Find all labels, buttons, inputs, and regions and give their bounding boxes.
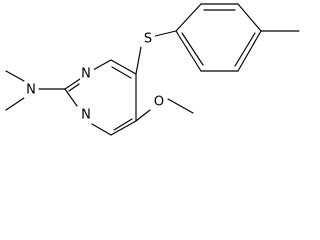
tolyl-ring xyxy=(175,3,300,72)
dimethylamino-group xyxy=(5,70,66,111)
bond-ar3 xyxy=(237,3,262,32)
atom-n-ring-bottom: N xyxy=(81,108,91,123)
bond-n3-c2 xyxy=(64,78,81,90)
bond-c2-n1 xyxy=(64,88,78,107)
bond-ar6 xyxy=(175,30,202,72)
molecule-structure: N N N S O xyxy=(5,3,300,136)
thioether-link xyxy=(135,30,177,75)
methoxy-group xyxy=(135,98,194,122)
bond-ar4 xyxy=(237,30,262,72)
atom-s-thioether: S xyxy=(144,32,152,47)
bond-namine-methyl-top xyxy=(5,70,25,82)
bond-s-ar xyxy=(154,30,177,37)
atom-labels: N N N S O xyxy=(24,31,166,123)
bond-c5-o xyxy=(135,109,151,122)
bond-c4-c5-inner xyxy=(111,66,132,79)
bond-n1-c6 xyxy=(91,123,112,136)
atom-n-amine: N xyxy=(26,83,36,98)
bond-namine-methyl-bottom xyxy=(5,97,25,111)
pyrimidine-ring xyxy=(64,59,137,136)
bond-ar-inner3 xyxy=(181,32,204,66)
atom-n-ring-top: N xyxy=(81,67,91,82)
bond-c4-c5-side xyxy=(110,59,137,75)
bond-c6-c5-inner xyxy=(113,118,133,131)
bond-c6-c5 xyxy=(110,120,137,136)
atom-o-methoxy: O xyxy=(154,95,164,110)
bond-n3-c2-inner xyxy=(68,83,80,92)
bond-ar1 xyxy=(175,3,202,32)
bond-c4-n3 xyxy=(92,59,112,71)
bond-o-methyl xyxy=(167,98,194,114)
bond-ar-inner2 xyxy=(234,32,256,67)
bond-c4-s xyxy=(135,46,142,75)
